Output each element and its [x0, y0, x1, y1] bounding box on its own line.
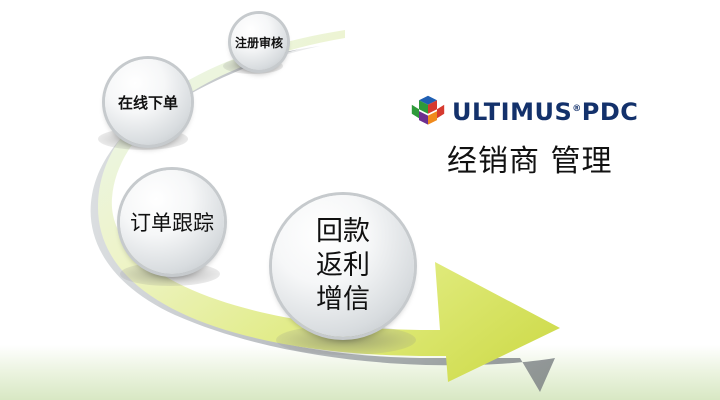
step-payment-rebate-credit: 回款 返利 增信: [272, 195, 414, 337]
arrow-body: [97, 30, 560, 382]
step-label: 订单跟踪: [130, 211, 214, 235]
step-online-order: 在线下单: [105, 59, 191, 145]
step-order-tracking: 订单跟踪: [120, 170, 224, 274]
step-label: 注册审核: [234, 35, 283, 50]
brand-header: ULTIMUS®PDC: [410, 92, 710, 132]
step-register-review: 注册审核: [231, 14, 287, 70]
brand-name: ULTIMUS®PDC: [452, 98, 639, 126]
page-title: 经销商 管理: [447, 144, 613, 179]
step-label-group: 回款 返利 增信: [316, 215, 370, 316]
step-label: 在线下单: [117, 93, 178, 112]
step-line: 增信: [316, 283, 370, 315]
step-line: 返利: [316, 250, 370, 282]
step-line: 回款: [316, 216, 370, 248]
ultimus-cube-logo-icon: [411, 95, 445, 125]
arrow-highlight: [124, 40, 341, 191]
